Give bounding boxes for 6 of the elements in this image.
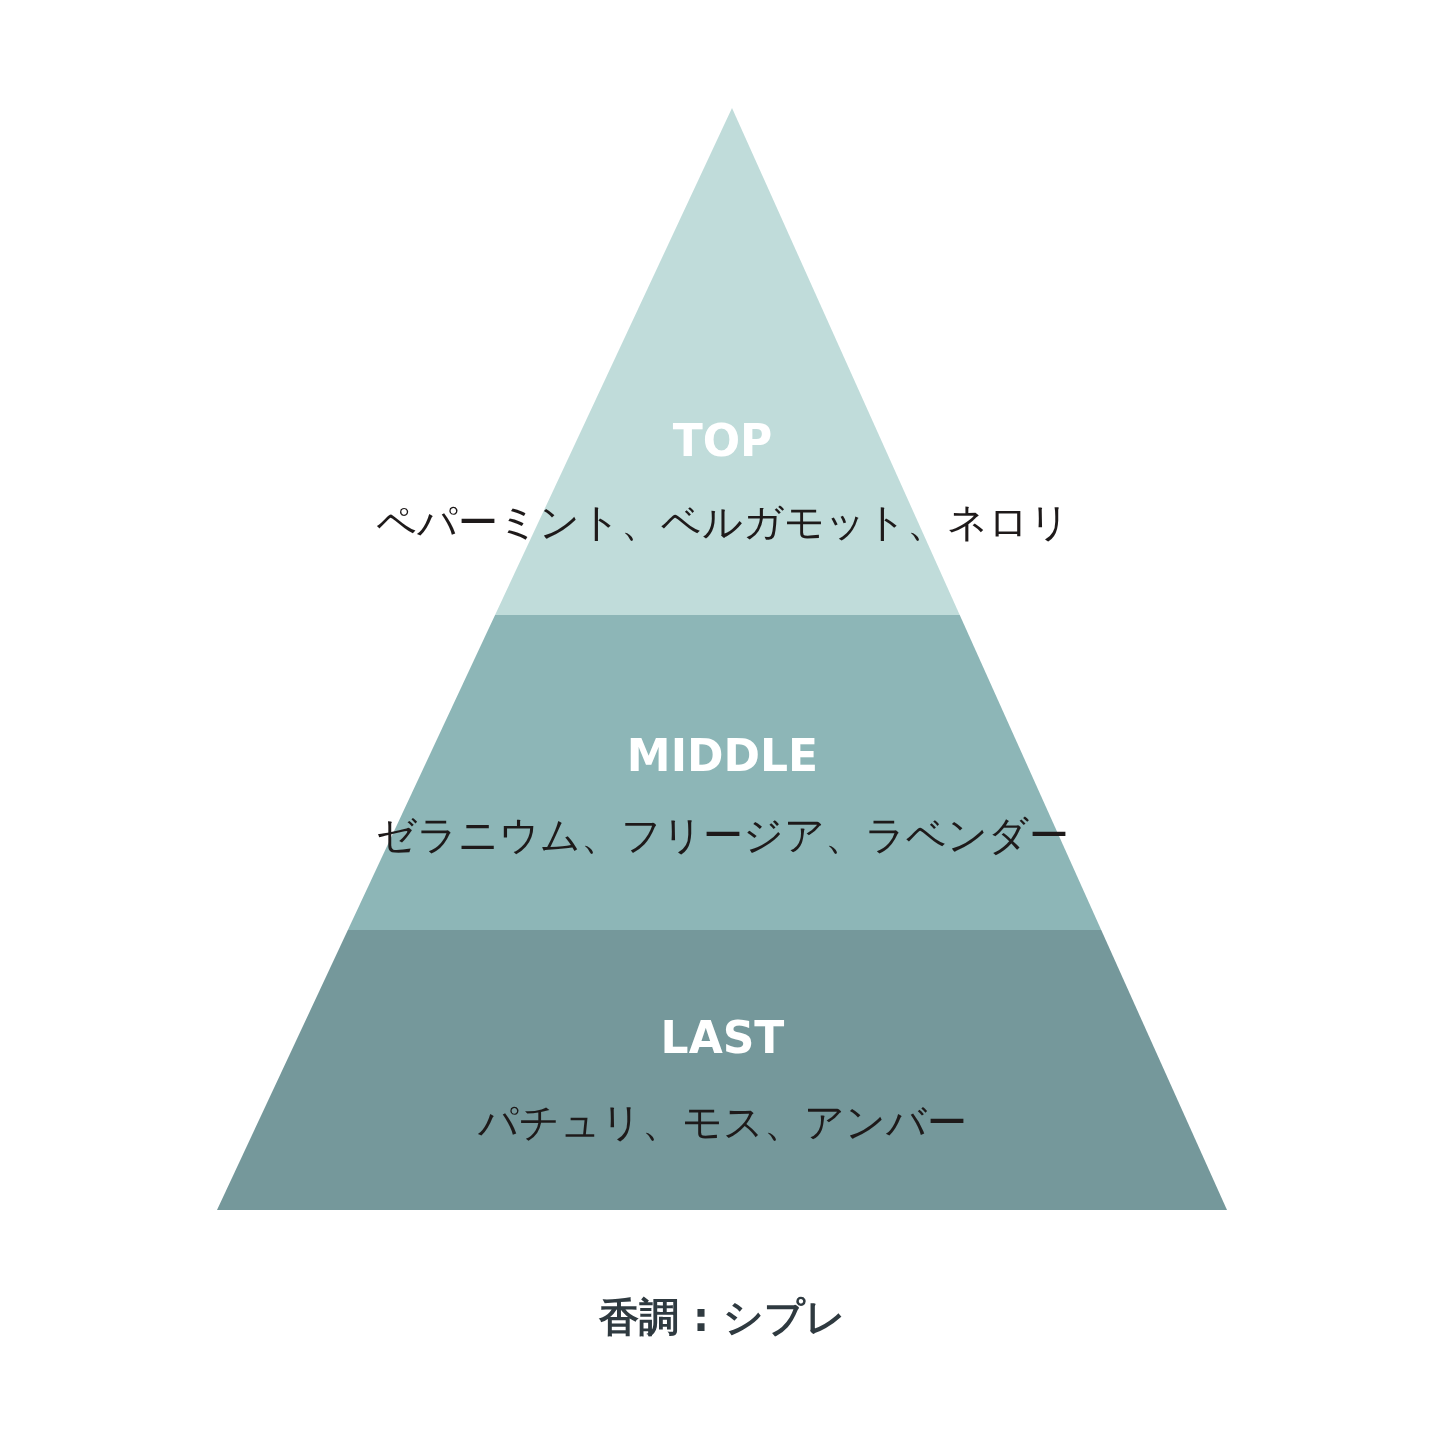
tier-heading: MIDDLE	[626, 730, 819, 781]
tier-notes: ペパーミント、ベルガモット、ネロリ	[375, 499, 1070, 545]
caption: 香調 : シプレ	[599, 1294, 846, 1340]
tier-heading: TOP	[672, 415, 773, 466]
tier-notes: パチュリ、モス、アンバー	[478, 1099, 967, 1145]
tier-heading: LAST	[660, 1012, 785, 1063]
